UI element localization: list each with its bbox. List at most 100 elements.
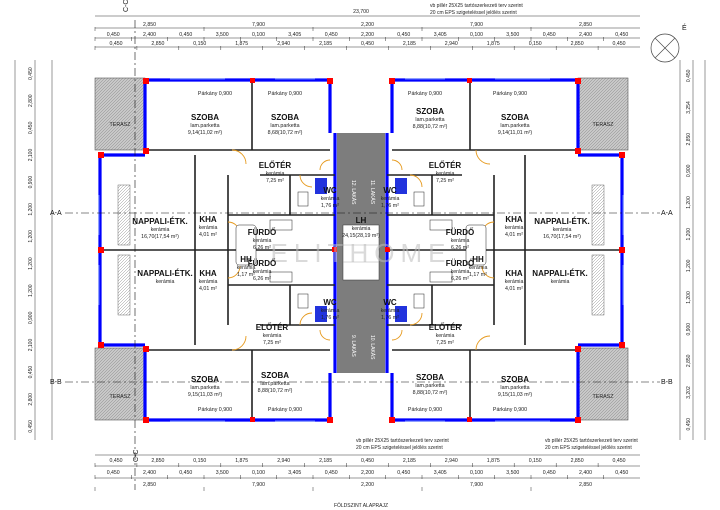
room-area: 4,01 m² [199,286,217,292]
overall-width: 23,700 [353,9,369,15]
dim-value: 0,450 [613,41,626,47]
dim-value: 0,450 [397,470,410,476]
room-name: WC [383,298,397,307]
room-area: 8,88(10,72 m²) [413,124,448,130]
dim-value: 3,500 [506,32,519,38]
dim-value: 2,185 [403,458,416,464]
room-name: WC [383,186,397,195]
dim-value: 3,500 [216,32,229,38]
note-top-2: 20 cm EPS szigeteléssel jelölés szerint [430,10,517,16]
pillars [98,78,625,423]
dim-value: 0,450 [361,458,374,464]
room-area: 4,01 m² [199,232,217,238]
dim-value: 2,800 [28,393,34,406]
dim-value: 1,200 [28,284,34,297]
dimension-ticks [94,27,604,491]
room-name: HH [472,255,484,264]
interior-walls [100,80,622,420]
room-floor: lam.parketta [260,381,289,387]
room-floor: kerámia [263,333,282,339]
room-floor: kerámia [352,226,371,232]
dim-value: 0,450 [110,458,123,464]
room-floor: kerámia [451,269,470,275]
room-name: KHA [505,269,523,278]
room-name: FÜRDŐ [446,259,474,268]
sill-label: Párkány 0,900 [268,407,302,413]
dim-value: 3,405 [434,470,447,476]
dim-value: 1,200 [28,230,34,243]
dim-value: 0,450 [543,32,556,38]
dim-value: 2,850 [151,41,164,47]
section-label-c-top: C-C [123,0,130,12]
room-area: 9,14(11,02 m²) [188,130,223,136]
dim-value: 7,900 [252,22,265,28]
dim-value: 2,400 [143,32,156,38]
room-name: KHA [199,269,217,278]
dim-value: 0,450 [543,470,556,476]
section-label-b-right: B-B [661,379,673,386]
room-name: SZOBA [191,375,219,384]
dim-value: 1,200 [686,259,692,272]
room-floor: kerámia [505,225,524,231]
windows [98,78,624,422]
room-name: WC [323,298,337,307]
room-floor: kerámia [199,279,218,285]
stairwell [337,133,385,373]
dim-value: 2,850 [571,458,584,464]
section-label-a-right: A-A [661,210,673,217]
dim-value: 2,400 [143,470,156,476]
dim-value: 0,450 [28,67,34,80]
dim-value: 0,450 [28,420,34,433]
sill-label: Párkány 0,900 [198,407,232,413]
dim-value: 0,100 [252,470,265,476]
watermark: ELITHOME [271,238,452,268]
dimension-lines [14,15,706,479]
dim-value: 3,500 [216,470,229,476]
room-name: NAPPALI-ÉTK. [132,217,187,226]
room-name: SZOBA [416,107,444,116]
room-floor: lam.parketta [500,385,529,391]
dim-value: 0,450 [686,69,692,82]
dim-value: 1,200 [686,228,692,241]
terrace-label-tr: TERASZ [593,122,615,128]
stair-label: 10. LAKÁS [369,335,376,360]
terrace-label-tl: TERASZ [110,122,132,128]
dim-value: 7,900 [470,22,483,28]
room-area: 4,01 m² [505,286,523,292]
room-name: HH [240,255,252,264]
dim-value: 2,940 [277,458,290,464]
room-floor: kerámia [253,269,272,275]
dim-value: 2,850 [143,22,156,28]
section-label-c-bottom: C-C [133,450,140,462]
room-area: 9,14(11,01 m²) [498,130,533,136]
stair-label: 12. LAKÁS [350,180,357,205]
room-floor: kerámia [151,227,170,233]
dim-value: 0,450 [28,366,34,379]
dim-value: 2,200 [361,482,374,488]
sill-label: Párkány 0,900 [408,407,442,413]
shafts [315,178,407,322]
room-area: 7,25 m² [436,178,454,184]
dim-value: 2,185 [319,458,332,464]
room-floor: kerámia [381,308,400,314]
sill-label: Párkány 0,900 [493,407,527,413]
room-name: KHA [505,215,523,224]
dim-value: 1,875 [235,41,248,47]
dim-value: 2,850 [143,482,156,488]
dim-value: 0,450 [325,32,338,38]
dim-value: 3,405 [288,32,301,38]
dim-value: 2,940 [445,41,458,47]
dim-value: 2,200 [361,22,374,28]
room-name: NAPPALI-ÉTK. [532,269,587,278]
room-floor: kerámia [553,227,572,233]
sill-label: Párkány 0,900 [268,91,302,97]
dim-value: 0,150 [193,458,206,464]
room-floor: kerámia [237,265,256,271]
dim-value: 1,200 [686,196,692,209]
dim-value: 0,900 [686,164,692,177]
room-area: 6,26 m² [451,245,469,251]
dim-value: 2,200 [361,32,374,38]
room-name: LH [356,216,367,225]
room-floor: kerámia [253,238,272,244]
